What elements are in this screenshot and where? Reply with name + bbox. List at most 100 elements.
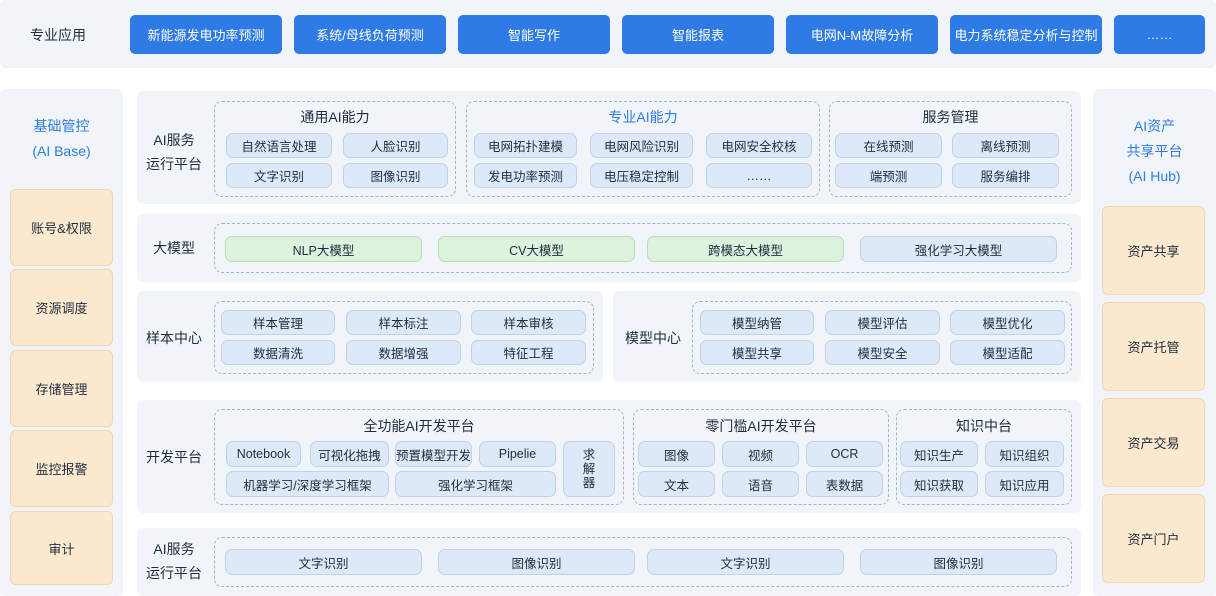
zero-text[interactable]: 文本	[638, 471, 715, 497]
app-button-more[interactable]: ……	[1114, 15, 1205, 54]
left-item-storage[interactable]: 存储管理	[10, 350, 113, 427]
right-sidebar-title-line2: 共享平台	[1126, 143, 1183, 159]
app-button-smart-writing[interactable]: 智能写作	[458, 15, 610, 54]
knowledge-center-title: 知识中台	[956, 418, 1012, 434]
right-item-asset-trading[interactable]: 资产交易	[1102, 398, 1205, 487]
left-sidebar-title: 基础管控 (AI Base)	[0, 114, 123, 164]
dev-solver[interactable]: 求解器	[563, 441, 615, 497]
app-button-nm-fault-analysis[interactable]: 电网N-M故障分析	[786, 15, 938, 54]
group-professional-ai-title: 专业AI能力	[608, 109, 678, 125]
sample-annotation[interactable]: 样本标注	[346, 310, 461, 335]
app-button-load-forecast[interactable]: 系统/母线负荷预测	[294, 15, 446, 54]
model-onboarding[interactable]: 模型纳管	[700, 310, 814, 335]
dev-notebook[interactable]: Notebook	[226, 441, 301, 467]
model-optimization[interactable]: 模型优化	[950, 310, 1065, 335]
knowledge-organization[interactable]: 知识组织	[985, 441, 1064, 467]
right-sidebar-title: AI资产 共享平台 (AI Hub)	[1093, 114, 1216, 189]
bottom-image-recognition-2[interactable]: 图像识别	[860, 549, 1057, 575]
bottom-ocr-1[interactable]: 文字识别	[225, 549, 422, 575]
model-center-label: 模型中心	[625, 330, 681, 346]
general-ai-nlp[interactable]: 自然语言处理	[226, 133, 332, 158]
zero-speech[interactable]: 语音	[722, 471, 799, 497]
knowledge-application[interactable]: 知识应用	[985, 471, 1064, 497]
knowledge-center-group	[896, 409, 1072, 505]
dev-solver-label: 求解器	[582, 448, 596, 490]
app-button-stability-control[interactable]: 电力系统稳定分析与控制	[950, 15, 1102, 54]
zero-threshold-ai-dev-group	[633, 409, 889, 505]
bottom-ocr-2[interactable]: 文字识别	[647, 549, 844, 575]
group-general-ai	[214, 101, 456, 197]
model-center-group	[692, 301, 1072, 374]
dev-platform-label: 开发平台	[146, 449, 202, 465]
pro-ai-topology-modeling[interactable]: 电网拓扑建模	[474, 133, 577, 158]
full-function-ai-dev-title: 全功能AI开发平台	[363, 418, 475, 434]
large-model-label: 大模型	[153, 240, 195, 256]
pro-ai-security-check[interactable]: 电网安全校核	[706, 133, 812, 158]
right-item-asset-sharing[interactable]: 资产共享	[1102, 206, 1205, 295]
ai-service-platform-label-line1: AI服务	[153, 132, 195, 148]
zero-tabular[interactable]: 表数据	[806, 471, 883, 497]
app-button-renewable-forecast[interactable]: 新能源发电功率预测	[130, 15, 282, 54]
zero-video[interactable]: 视频	[722, 441, 799, 467]
large-model-nlp[interactable]: NLP大模型	[225, 236, 422, 262]
service-online-prediction[interactable]: 在线预测	[835, 133, 942, 158]
ai-service-platform-bottom-label-line2: 运行平台	[146, 565, 202, 581]
left-item-account[interactable]: 账号&权限	[10, 189, 113, 266]
ai-service-platform-label-line2: 运行平台	[146, 156, 202, 172]
left-item-resource-scheduling[interactable]: 资源调度	[10, 269, 113, 346]
left-sidebar-title-line1: 基础管控	[33, 118, 90, 134]
general-ai-face-recognition[interactable]: 人脸识别	[343, 133, 448, 158]
large-model-group	[214, 223, 1072, 273]
service-offline-prediction[interactable]: 离线预测	[952, 133, 1059, 158]
zero-ocr[interactable]: OCR	[806, 441, 883, 467]
sample-management[interactable]: 样本管理	[221, 310, 335, 335]
service-edge-prediction[interactable]: 端预测	[835, 163, 942, 188]
zero-image[interactable]: 图像	[638, 441, 715, 467]
ai-service-platform-bottom-label-line1: AI服务	[153, 541, 195, 557]
group-professional-ai	[466, 101, 820, 197]
row-model-center	[613, 291, 1081, 382]
dev-rl-framework[interactable]: 强化学习框架	[395, 471, 556, 497]
model-sharing[interactable]: 模型共享	[700, 340, 814, 365]
pro-ai-voltage-control[interactable]: 电压稳定控制	[590, 163, 693, 188]
large-model-cv[interactable]: CV大模型	[438, 236, 635, 262]
right-item-asset-portal[interactable]: 资产门户	[1102, 494, 1205, 583]
data-cleaning[interactable]: 数据清洗	[221, 340, 335, 365]
ai-service-platform-label: AI服务 运行平台	[140, 128, 208, 176]
general-ai-image-recognition[interactable]: 图像识别	[343, 163, 448, 188]
pro-ai-more[interactable]: ……	[706, 163, 812, 188]
right-item-asset-hosting[interactable]: 资产托管	[1102, 302, 1205, 391]
left-item-monitoring[interactable]: 监控报警	[10, 430, 113, 507]
data-augmentation[interactable]: 数据增强	[346, 340, 461, 365]
left-sidebar-title-line2: (AI Base)	[32, 143, 91, 159]
large-model-cross-modal[interactable]: 跨模态大模型	[647, 236, 844, 262]
app-button-smart-report[interactable]: 智能报表	[622, 15, 774, 54]
feature-engineering[interactable]: 特征工程	[471, 340, 586, 365]
large-model-rl[interactable]: 强化学习大模型	[860, 236, 1057, 262]
knowledge-production[interactable]: 知识生产	[900, 441, 978, 467]
right-sidebar-title-line1: AI资产	[1133, 118, 1176, 134]
dev-ml-dl-framework[interactable]: 机器学习/深度学习框架	[226, 471, 389, 497]
knowledge-acquisition[interactable]: 知识获取	[900, 471, 978, 497]
right-sidebar-title-line3: (AI Hub)	[1128, 168, 1181, 184]
pro-ai-risk-recognition[interactable]: 电网风险识别	[590, 133, 693, 158]
left-item-audit[interactable]: 审计	[10, 511, 113, 585]
top-bar-label: 专业应用	[30, 27, 86, 43]
group-general-ai-title: 通用AI能力	[300, 109, 370, 125]
sample-center-label: 样本中心	[146, 330, 202, 346]
full-function-ai-dev-group	[214, 409, 624, 505]
dev-preset-model[interactable]: 预置模型开发	[395, 441, 472, 467]
model-adaptation[interactable]: 模型适配	[950, 340, 1065, 365]
model-security[interactable]: 模型安全	[825, 340, 940, 365]
pro-ai-power-forecast[interactable]: 发电功率预测	[474, 163, 577, 188]
model-evaluation[interactable]: 模型评估	[825, 310, 940, 335]
dev-pipeline[interactable]: Pipelie	[479, 441, 556, 467]
dev-visual-drag-drop[interactable]: 可视化拖拽	[310, 441, 389, 467]
sample-review[interactable]: 样本审核	[471, 310, 586, 335]
ai-service-bottom-group	[214, 537, 1072, 587]
ai-service-platform-bottom-label: AI服务 运行平台	[140, 537, 208, 585]
bottom-image-recognition-1[interactable]: 图像识别	[438, 549, 635, 575]
general-ai-ocr[interactable]: 文字识别	[226, 163, 332, 188]
zero-threshold-ai-dev-title: 零门槛AI开发平台	[705, 418, 817, 434]
service-orchestration[interactable]: 服务编排	[952, 163, 1059, 188]
